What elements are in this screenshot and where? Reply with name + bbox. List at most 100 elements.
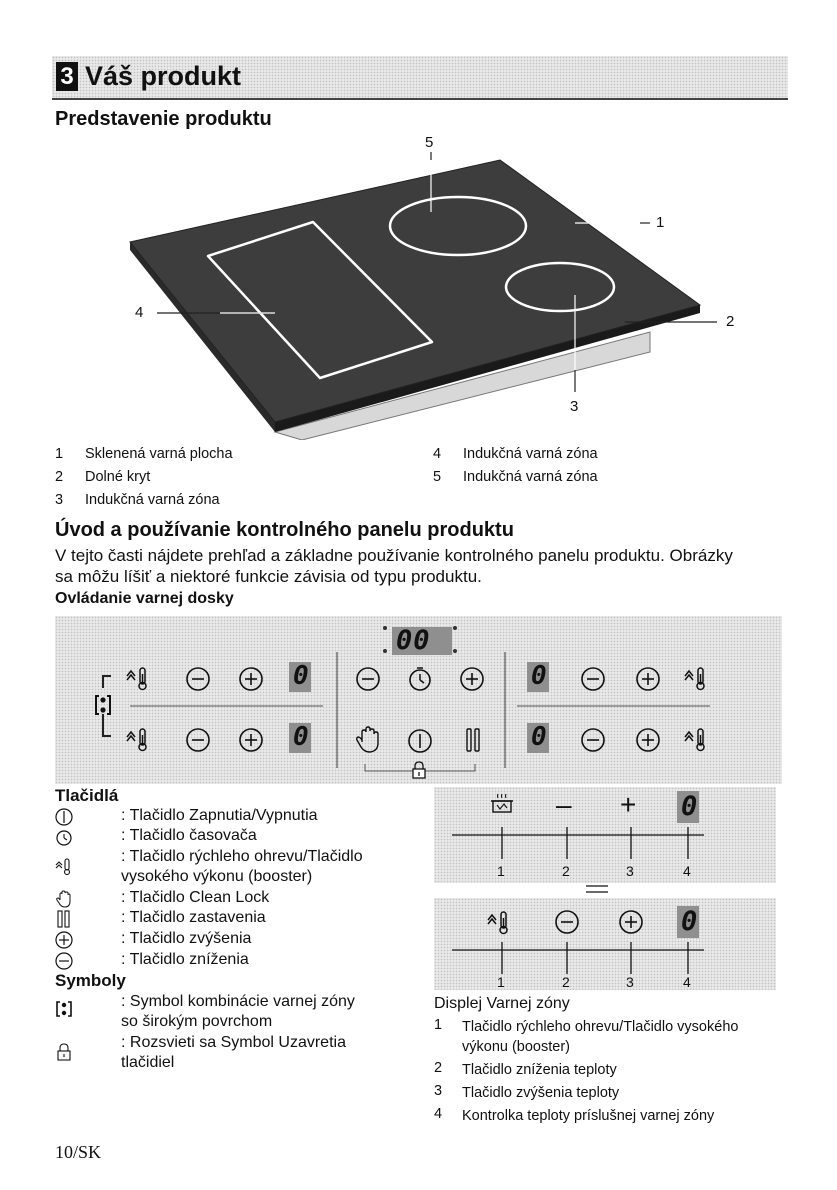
zone-diagram-top: – + 0 1 2 3 4 <box>434 787 776 883</box>
list-item: : Tlačidlo rýchleho ohrevu/Tlačidlo vyso… <box>55 847 415 887</box>
list-item: : Tlačidlo Clean Lock <box>55 888 415 908</box>
booster-button-front-right[interactable] <box>683 665 709 691</box>
legend-text: Sklenená varná plocha <box>85 446 233 462</box>
booster-icon <box>486 909 512 940</box>
booster-button-front-left[interactable] <box>125 665 151 691</box>
legend-num: 4 <box>433 446 442 462</box>
list-item: : Tlačidlo zvýšenia <box>55 929 415 949</box>
heading-hob-control: Ovládanie varnej dosky <box>55 590 234 607</box>
legend-text: Indukčná varná zóna <box>85 492 220 508</box>
button-description-cont: vysokého výkonu (booster) <box>121 868 313 885</box>
clean-lock-button[interactable] <box>355 726 381 754</box>
zone-num-1: 1 <box>497 863 505 879</box>
legend-text: Kontrolka teploty príslušnej varnej zóny <box>462 1108 715 1124</box>
list-item: : Tlačidlo zastavenia <box>55 908 415 928</box>
button-description: : Tlačidlo Clean Lock <box>121 889 270 906</box>
plus-button-rear-left[interactable] <box>238 727 264 753</box>
list-item: : Rozsvieti sa Symbol Uzavretia tlačidie… <box>55 1033 415 1073</box>
symbols-heading: Symboly <box>55 971 126 990</box>
legend-num: 3 <box>55 492 64 508</box>
minus-button-rear-right[interactable] <box>580 727 606 753</box>
zone-digit: 0 <box>681 791 698 822</box>
zone-plus-sign: + <box>620 789 637 820</box>
button-description: : Tlačidlo zníženia <box>121 951 249 968</box>
power-button[interactable] <box>407 728 433 754</box>
legend-num: 2 <box>434 1060 443 1076</box>
callout-2: 2 <box>726 313 735 330</box>
legend-num: 3 <box>434 1083 443 1099</box>
plus-button-front-right[interactable] <box>635 666 661 692</box>
booster-button-rear-left[interactable] <box>125 726 151 752</box>
legend-text-cont: výkonu (booster) <box>462 1039 570 1055</box>
minus-icon <box>554 909 580 940</box>
legend-num: 5 <box>433 469 442 485</box>
button-description: : Tlačidlo zastavenia <box>121 909 266 926</box>
timer-button[interactable] <box>407 666 433 692</box>
minus-button-front-left[interactable] <box>185 666 211 692</box>
list-item: : Tlačidlo Zapnutia/Vypnutia <box>55 806 415 826</box>
booster-icon <box>55 857 73 876</box>
booster-pot-icon <box>490 792 514 821</box>
zone-display-front-left: 0 <box>293 661 309 691</box>
legend-text: Tlačidlo zníženia teploty <box>462 1062 617 1078</box>
zone-num-4: 4 <box>683 974 691 990</box>
legend-right: 4 Indukčná varná zóna 5 Indukčná varná z… <box>433 446 773 492</box>
callout-3: 3 <box>570 398 579 415</box>
list-item: : Symbol kombinácie varnej zóny so širok… <box>55 992 415 1032</box>
buttons-heading: Tlačidlá <box>55 786 119 805</box>
plus-icon <box>618 909 644 940</box>
pause-icon <box>55 910 73 928</box>
zone-num-2: 2 <box>562 863 570 879</box>
zone-display-front-right: 0 <box>531 661 547 691</box>
zone-num-3: 3 <box>626 974 634 990</box>
zone-num-1: 1 <box>497 974 505 990</box>
section-number: 3 <box>56 62 78 91</box>
zone-display-rear-right: 0 <box>531 722 547 752</box>
zone-num-4: 4 <box>683 863 691 879</box>
intro-line-1: V tejto časti nájdete prehľad a základne… <box>55 546 733 565</box>
zone-num-2: 2 <box>562 974 570 990</box>
symbol-description: : Symbol kombinácie varnej zóny <box>121 993 355 1010</box>
button-description: : Tlačidlo časovača <box>121 827 257 844</box>
booster-button-rear-right[interactable] <box>683 726 709 752</box>
control-panel: 00 0 0 0 0 <box>55 616 782 784</box>
legend-num: 1 <box>434 1017 443 1033</box>
zone-combination-icon <box>55 1000 73 1018</box>
zone-display-rear-left: 0 <box>293 722 309 752</box>
button-description: : Tlačidlo zvýšenia <box>121 930 252 947</box>
zone-display-title: Displej Varnej zóny <box>434 995 570 1012</box>
legend-num: 2 <box>55 469 64 485</box>
list-item: : Tlačidlo zníženia <box>55 950 415 970</box>
legend-num: 1 <box>55 446 64 462</box>
symbol-description: : Rozsvieti sa Symbol Uzavretia <box>121 1034 346 1051</box>
list-item: : Tlačidlo časovača <box>55 826 415 846</box>
callout-1: 1 <box>656 214 665 231</box>
timer-display: 00 <box>396 625 431 656</box>
intro-line-2: sa môžu líšiť a niektoré funkcie závisia… <box>55 567 482 586</box>
legend-num: 4 <box>434 1106 443 1122</box>
zone-combination-icon <box>93 694 113 716</box>
legend-text: Indukčná varná zóna <box>463 469 598 485</box>
plus-icon <box>55 931 73 949</box>
section-title: Váš produkt <box>85 61 242 91</box>
hand-icon <box>55 890 73 908</box>
timer-minus-button[interactable] <box>355 666 381 692</box>
plus-button-rear-right[interactable] <box>635 727 661 753</box>
legend-text: Tlačidlo rýchleho ohrevu/Tlačidlo vysoké… <box>462 1019 739 1035</box>
lock-icon <box>411 760 427 780</box>
timer-icon <box>55 828 73 846</box>
legend-left: 1 Sklenená varná plocha 2 Dolné kryt 3 I… <box>55 446 395 516</box>
plus-button-front-left[interactable] <box>238 666 264 692</box>
minus-button-rear-left[interactable] <box>185 727 211 753</box>
minus-button-front-right[interactable] <box>580 666 606 692</box>
heading-control-panel: Úvod a používanie kontrolného panelu pro… <box>55 519 514 541</box>
section-banner: 3 Váš produkt <box>52 56 788 100</box>
button-description: : Tlačidlo rýchleho ohrevu/Tlačidlo <box>121 848 363 865</box>
zone-minus-sign: – <box>556 789 572 820</box>
symbol-description-cont: tlačidiel <box>121 1054 175 1071</box>
legend-text: Dolné kryt <box>85 469 151 485</box>
lock-icon <box>55 1043 73 1061</box>
equals-sign <box>586 882 608 894</box>
pause-button[interactable] <box>465 727 481 753</box>
timer-plus-button[interactable] <box>459 666 485 692</box>
